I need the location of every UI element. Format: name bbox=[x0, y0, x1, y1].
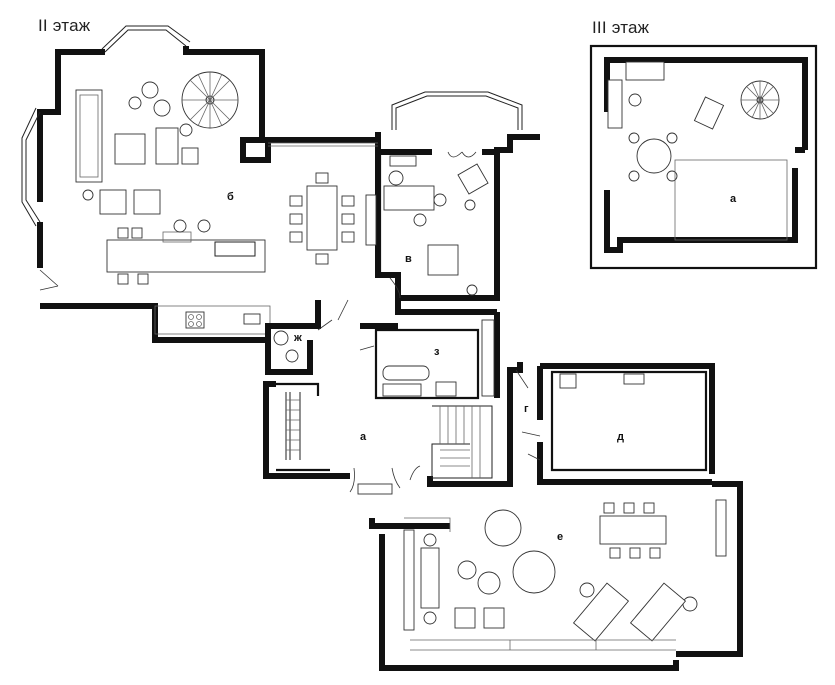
room-label-g: г bbox=[524, 403, 529, 415]
room-label-v: в bbox=[405, 253, 412, 265]
second-floor-title: II этаж bbox=[38, 16, 91, 35]
room-label-zh: ж bbox=[294, 332, 302, 344]
room-label-b: б bbox=[227, 191, 234, 203]
room-label-e: е bbox=[557, 531, 564, 543]
third-floor-spiral-stair bbox=[740, 80, 780, 120]
third-floor-title: III этаж bbox=[592, 18, 650, 37]
second-floor-spiral-stair bbox=[181, 71, 239, 129]
room-label-d: д bbox=[617, 431, 624, 443]
second-floor-plan bbox=[21, 25, 743, 671]
third-floor-plan bbox=[589, 44, 818, 270]
second-floor-stair bbox=[431, 405, 493, 479]
room-label-a: а bbox=[360, 431, 367, 443]
room-label-z: з bbox=[434, 346, 440, 358]
room-label-third-a: а bbox=[730, 193, 737, 205]
